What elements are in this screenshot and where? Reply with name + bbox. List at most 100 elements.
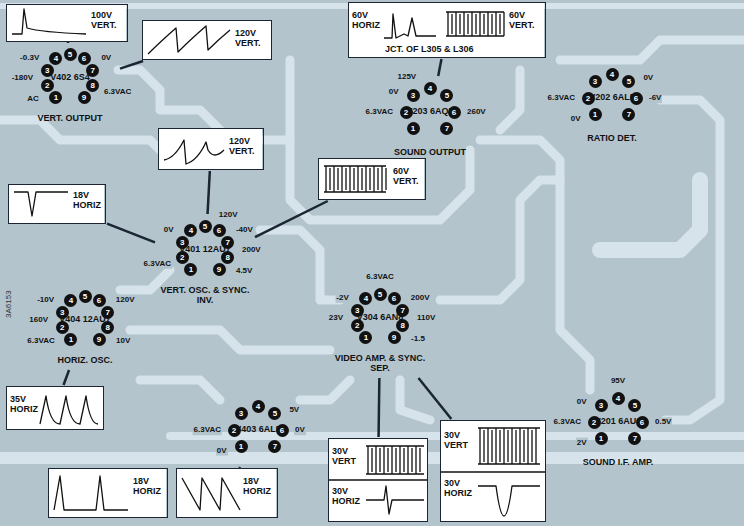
pin-number: 1	[589, 108, 602, 121]
pin-number: 6	[78, 52, 91, 65]
pin-voltage: -40V	[235, 225, 254, 235]
pin-voltage: 110V	[416, 313, 436, 323]
waveforms	[12, 9, 546, 516]
pin-number: 4	[184, 224, 197, 237]
pin-voltage: 0V	[163, 225, 175, 235]
pin-number: 3	[595, 399, 608, 412]
copper-traces	[0, 6, 744, 458]
pin-voltage: -180V	[11, 73, 34, 83]
pin-voltage: 0V	[576, 397, 588, 407]
pin-number: 9	[78, 91, 91, 104]
callout-ground	[48, 468, 166, 518]
pin-number: 7	[86, 64, 99, 77]
pin-number: 2	[351, 319, 364, 332]
callout-ground	[176, 468, 276, 518]
trace	[260, 230, 340, 300]
leader-line	[107, 224, 155, 243]
pin-number: 4	[64, 294, 77, 307]
waveform-scale: 18V HORIZ	[73, 191, 103, 211]
pin-number: 2	[228, 424, 241, 437]
trace	[560, 40, 744, 60]
waveform	[366, 486, 424, 514]
pin-voltage: 6.3VAC	[193, 425, 222, 435]
waveform	[366, 446, 424, 474]
pin-number: 3	[351, 304, 364, 317]
pin-voltage: 0V	[642, 73, 654, 83]
trace	[140, 380, 220, 400]
pin-voltage: -1.5	[410, 334, 426, 344]
pin-number: 2	[588, 416, 601, 429]
pin-voltage: 2V	[576, 438, 588, 448]
pin-number: 2	[56, 321, 69, 334]
pin-number: 6	[636, 416, 649, 429]
pin-number: 1	[49, 91, 62, 104]
pin-voltage: 6.3VAC	[365, 272, 394, 282]
pin-voltage: 6.3VAC	[103, 87, 132, 97]
pin-voltage: 260V	[466, 107, 487, 117]
pin-number: 5	[199, 220, 212, 233]
pin-number: 3	[41, 64, 54, 77]
waveform	[54, 476, 128, 510]
stage-name: VERT. OUTPUT	[22, 114, 118, 124]
callout-ground	[158, 128, 262, 170]
trace	[290, 60, 470, 220]
pin-number: 5	[440, 89, 453, 102]
stage-name: RATIO DET.	[564, 134, 660, 144]
pin-number: 4	[49, 52, 62, 65]
waveform-scale: 35V HORIZ	[10, 395, 40, 415]
pin-number: 4	[606, 68, 619, 81]
callout-ground	[318, 158, 424, 200]
pin-voltage: 6.3VAC	[365, 107, 394, 117]
pin-voltage: 120V	[115, 295, 136, 305]
pin-voltage: 6.3VAC	[547, 93, 576, 103]
pin-number: 8	[221, 251, 234, 264]
pin-voltage: 10V	[115, 336, 131, 346]
divider	[328, 479, 428, 480]
leader-line	[438, 59, 441, 76]
waveform-callout: 18V HORIZ	[176, 468, 278, 518]
stage-name: SOUND I.F. AMP.	[570, 458, 666, 468]
waveform-scale: 60V VERT.	[393, 167, 423, 187]
waveform-callout: 60V HORIZ60V VERT.JCT. OF L305 & L306	[348, 2, 546, 58]
pin-number: 9	[213, 263, 226, 276]
pin-number: 1	[407, 122, 420, 135]
pin-number: 8	[396, 319, 409, 332]
callout-ground	[8, 184, 104, 224]
pin-number: 5	[628, 399, 641, 412]
stage-name: HORIZ. OSC.	[37, 356, 133, 366]
pin-number: 9	[388, 331, 401, 344]
divider	[440, 471, 546, 472]
pin-voltage: -6V	[648, 93, 662, 103]
pin-number: 6	[213, 224, 226, 237]
pin-number: 6	[93, 294, 106, 307]
pin-voltage: 0.5V	[654, 417, 672, 427]
pin-number: 4	[252, 400, 265, 413]
pin-number: 1	[359, 331, 372, 344]
callout-ground	[348, 2, 544, 58]
pin-number: 4	[612, 392, 625, 405]
waveform-callout: 30V VERT 30V HORIZ	[328, 438, 428, 522]
pin-number: 1	[235, 440, 248, 453]
waveform-callout: 30V VERT30V HORIZ	[440, 420, 546, 522]
waveform	[40, 396, 98, 424]
waveform-scale: 30V HORIZ	[332, 487, 364, 507]
waveform	[12, 9, 86, 34]
pin-voltage: -2V	[335, 293, 349, 303]
waveform	[446, 12, 504, 36]
pin-number: 4	[359, 292, 372, 305]
pin-voltage: 125V	[396, 72, 417, 82]
pin-number: 8	[86, 79, 99, 92]
pin-voltage: 23V	[328, 313, 344, 323]
pin-number: 7	[221, 236, 234, 249]
stage-name: VERT. OSC. & SYNC. INV.	[157, 286, 253, 306]
waveform-scale: 60V VERT.	[509, 11, 543, 31]
pin-number: 6	[448, 106, 461, 119]
waveform-scale: 30V VERT	[332, 447, 364, 467]
waveform-scale: 120V VERT.	[229, 137, 261, 157]
pin-number: 8	[101, 321, 114, 334]
pin-voltage: -0.3V	[19, 53, 40, 63]
pin-voltage: 0V	[388, 87, 400, 97]
stage-name: SOUND OUTPUT	[382, 148, 478, 158]
waveform	[478, 428, 540, 464]
